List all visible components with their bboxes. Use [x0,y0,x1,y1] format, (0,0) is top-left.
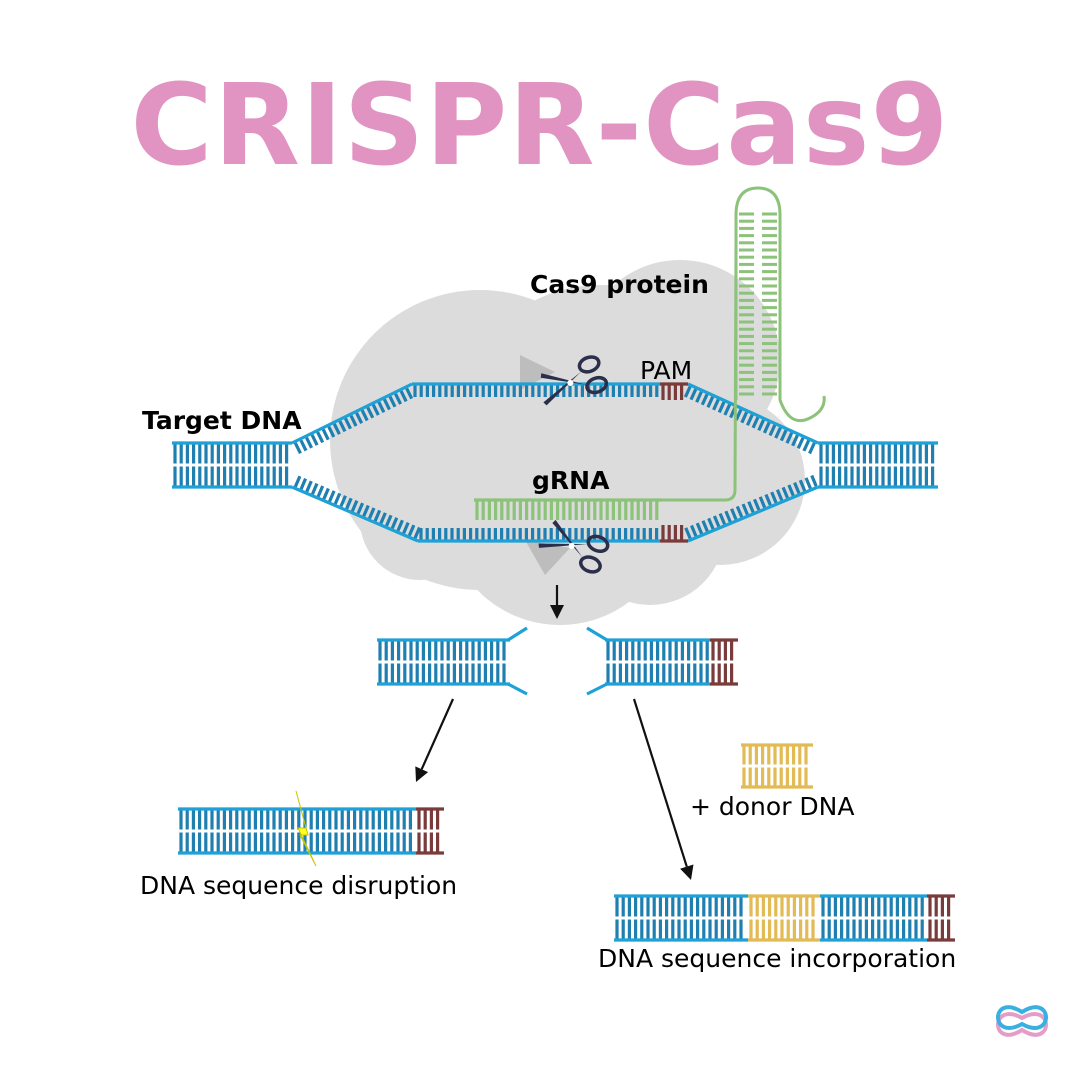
cas9-protein-label: Cas9 protein [530,270,709,299]
pam-sites [660,382,688,543]
lightning-bolt-icon [295,790,317,867]
cleft-top [520,355,555,390]
page-title: CRISPR-Cas9 [130,61,950,191]
disruption-product [178,807,444,855]
incorporation-label: DNA sequence incorporation [598,944,957,973]
brand-logo-icon [996,1005,1048,1037]
pam-label: PAM [640,356,693,385]
guide-rna [474,186,826,520]
grna-label: gRNA [532,466,610,495]
target-dna-label: Target DNA [142,406,302,435]
scissors-icon-bottom [538,519,610,574]
donor-dna [741,743,813,789]
arrow-to-incorporation [632,698,694,880]
arrow-down-cut [550,585,564,619]
donor-dna-label: + donor DNA [690,792,855,821]
scissors-icon-top [540,355,609,406]
incorporation-product [614,894,955,942]
cleaved-dna [377,626,738,696]
cleft-bottom [525,540,570,575]
disruption-label: DNA sequence disruption [140,871,458,900]
arrow-to-disruption [415,698,455,782]
